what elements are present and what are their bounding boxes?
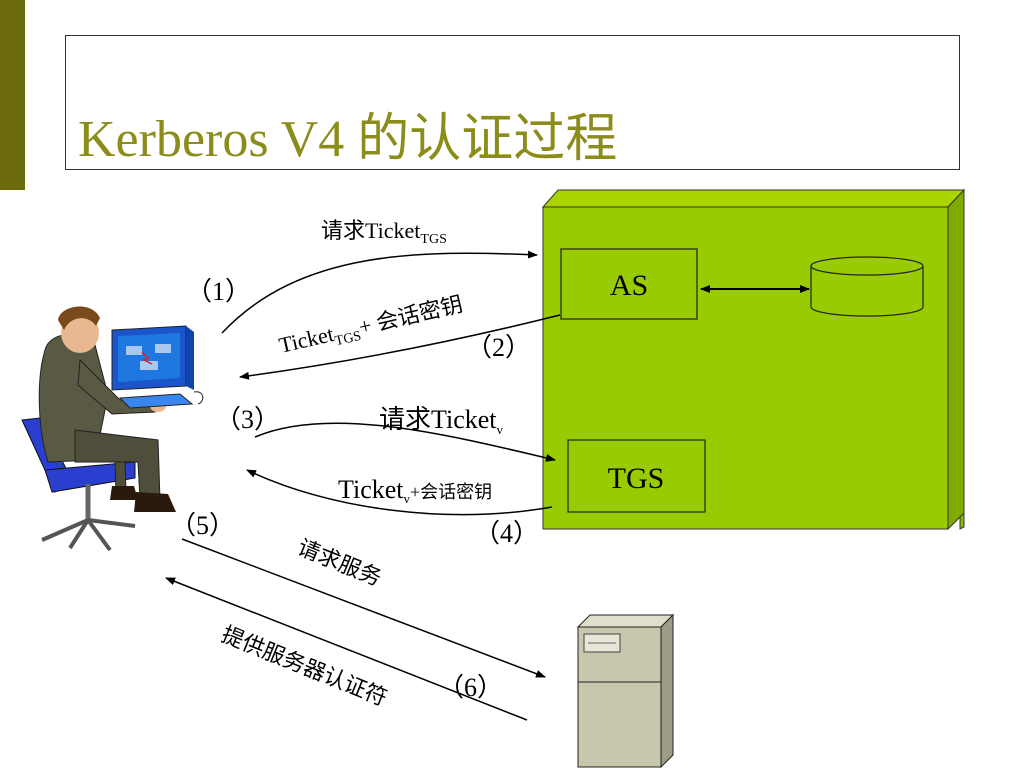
request-service-ticket-subscript: v [497, 422, 504, 437]
step-5-label: （5） [170, 511, 235, 540]
step-6-label: （6） [438, 673, 503, 702]
step-3-label: （3） [215, 405, 280, 434]
arrow-5 [181, 538, 546, 678]
request-service-label: 请求服务 [294, 534, 385, 590]
request-service-ticket-text: 请求Ticket [379, 405, 497, 434]
tgs-ticket-response-subscript: TGS [334, 329, 363, 350]
as-box [560, 248, 698, 320]
step-4-label: （4） [474, 519, 539, 548]
service-ticket-response-tail: +会话密钥 [410, 482, 492, 502]
server-tower-icon [576, 613, 675, 768]
request-service-ticket-label: 请求Ticketv [379, 405, 504, 437]
database-icon [810, 256, 924, 317]
step-2-label: （2） [466, 333, 531, 362]
request-tgs-ticket-label: 请求TicketTGS [321, 218, 447, 247]
service-ticket-response-label: Ticketv+会话密钥 [338, 475, 492, 506]
slide-title: Kerberos V4 的认证过程 [78, 111, 618, 168]
tgs-box [567, 439, 706, 513]
request-tgs-ticket-text: 请求Ticket [321, 218, 420, 243]
step-1-label: （1） [186, 277, 251, 306]
tgs-label: TGS [608, 462, 665, 495]
arrow-6 [165, 577, 528, 721]
as-label: AS [610, 269, 648, 302]
service-ticket-response-text: Ticket [338, 475, 404, 504]
arrow-4 [246, 469, 553, 516]
tgs-ticket-response-tail: + 会话密钥 [356, 291, 465, 339]
service-ticket-response-subscript: v [404, 491, 411, 506]
user-at-computer-icon [21, 306, 204, 552]
arrow-3 [254, 422, 556, 462]
title-frame: Kerberos V4 的认证过程 [65, 35, 960, 170]
request-tgs-ticket-subscript: TGS [420, 232, 446, 247]
tgs-ticket-response-label: TicketTGS+ 会话密钥 [277, 291, 467, 362]
arrow-2 [239, 314, 561, 380]
accent-bar [0, 0, 25, 190]
arrow-1 [221, 250, 538, 334]
tgs-ticket-response-text: Ticket [277, 321, 337, 358]
provide-authenticator-label: 提供服务器认证符 [218, 621, 391, 710]
